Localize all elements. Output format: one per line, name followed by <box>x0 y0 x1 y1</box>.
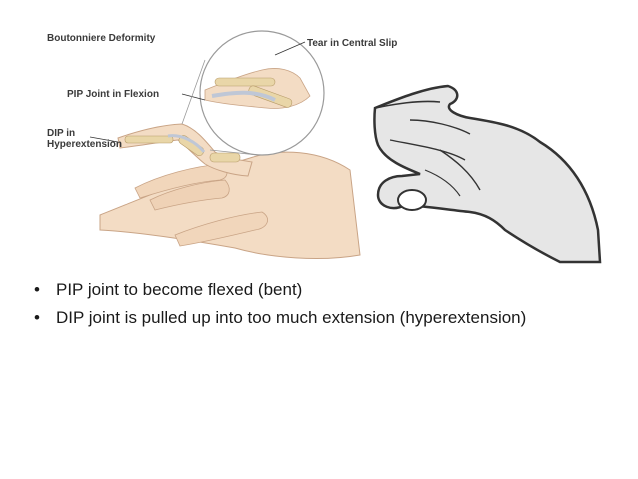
bullet-text: PIP joint to become flexed (bent) <box>56 280 303 299</box>
sketch-hand-image <box>373 84 602 264</box>
bullet-text: DIP joint is pulled up into too much ext… <box>56 308 527 327</box>
bullet-item: • PIP joint to become flexed (bent) <box>32 278 612 302</box>
bullet-list: • PIP joint to become flexed (bent) • DIP … <box>32 278 612 334</box>
bullet-dot: • <box>34 280 40 299</box>
bullet-dot: • <box>34 308 40 327</box>
figure-title: Boutonniere Deformity <box>47 33 156 44</box>
label-pip-joint-flexion: PIP Joint in Flexion <box>67 89 160 100</box>
label-dip-line2: Hyperextension <box>47 139 123 150</box>
label-tear-central-slip: Tear in Central Slip <box>307 38 398 49</box>
label-dip-line1: DIP in <box>47 128 76 139</box>
boutonniere-illustration <box>89 30 602 264</box>
anatomical-hand-image <box>89 30 361 260</box>
bullet-item: • DIP joint is pulled up into too much ex… <box>32 306 612 330</box>
